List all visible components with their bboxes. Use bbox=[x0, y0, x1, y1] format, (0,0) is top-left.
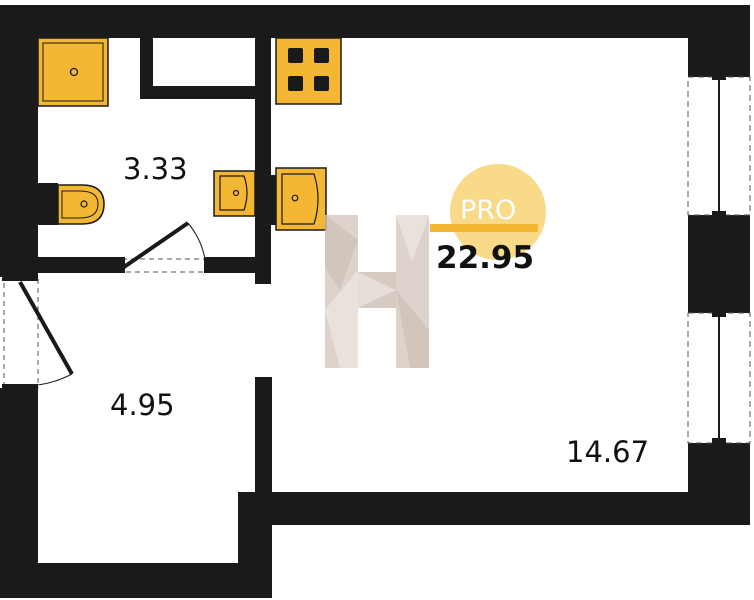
window-lower[interactable] bbox=[687, 309, 751, 446]
logo-part bbox=[325, 215, 358, 290]
wall-bottom-hall bbox=[0, 563, 272, 598]
window-frame-bottom bbox=[712, 211, 726, 219]
wall-sink-stub bbox=[271, 175, 277, 225]
logo-part bbox=[396, 215, 429, 262]
wall-bath-bottom-left bbox=[38, 257, 122, 273]
door-jamb-top bbox=[2, 275, 38, 281]
room-area-hallway: 4.95 bbox=[110, 388, 175, 422]
door-icon bbox=[122, 221, 190, 269]
kitchen-sink-drain bbox=[291, 194, 299, 202]
pro-watermark bbox=[430, 164, 546, 260]
wall-bath-kitchen bbox=[255, 38, 271, 284]
wall-bath-bottom-right bbox=[210, 257, 271, 273]
door-swing-arc bbox=[19, 373, 73, 387]
stove bbox=[275, 37, 342, 105]
logo-part bbox=[325, 270, 358, 368]
entrance-door[interactable] bbox=[2, 275, 74, 390]
wall-left-bottom bbox=[0, 388, 38, 598]
wall-right-top bbox=[688, 5, 722, 77]
stove-burner bbox=[314, 48, 329, 63]
walls bbox=[0, 5, 750, 598]
logo-part bbox=[358, 272, 396, 308]
wall-bottom-main bbox=[240, 492, 750, 525]
wall-right-top-ext bbox=[722, 5, 750, 77]
toilet-bowl bbox=[61, 190, 99, 219]
window-upper[interactable] bbox=[687, 72, 751, 219]
wall-hall-living bbox=[255, 377, 272, 497]
sink-basin bbox=[219, 175, 248, 211]
door-jamb-left bbox=[118, 257, 125, 273]
kitchen-sink-icon bbox=[275, 167, 327, 231]
shower-inner bbox=[42, 42, 104, 102]
pro-watermark-text: PRO bbox=[460, 195, 517, 226]
room-area-living: 14.67 bbox=[566, 435, 650, 469]
door-swing-arc bbox=[187, 222, 207, 267]
kitchen-sink-basin bbox=[281, 173, 319, 225]
sink-icon bbox=[213, 170, 256, 217]
shower-drain bbox=[69, 67, 79, 77]
wall-right-pier bbox=[688, 215, 750, 313]
shower-tray bbox=[37, 37, 109, 107]
total-area: 22.95 bbox=[436, 240, 535, 276]
wall-top bbox=[0, 5, 722, 38]
window-frame-top bbox=[712, 309, 726, 317]
bathroom-door[interactable] bbox=[118, 221, 211, 273]
door-jamb-bottom bbox=[2, 384, 38, 390]
sink-drain bbox=[232, 189, 240, 197]
stove-burner bbox=[288, 76, 303, 91]
wall-left-top bbox=[0, 5, 38, 277]
door-opening bbox=[3, 276, 39, 389]
wall-toilet-block bbox=[38, 183, 58, 225]
bathroom-sink bbox=[213, 170, 256, 217]
room-area-bathroom: 3.33 bbox=[123, 152, 188, 186]
stove-icon bbox=[275, 37, 342, 105]
logo-h-icon bbox=[325, 215, 429, 368]
stove-burner bbox=[288, 48, 303, 63]
door-jamb-right bbox=[204, 257, 211, 273]
window-frame-bottom bbox=[712, 438, 726, 446]
pro-circle bbox=[450, 164, 546, 260]
door-icon bbox=[18, 281, 74, 375]
shower-icon bbox=[37, 37, 109, 107]
toilet bbox=[57, 184, 105, 225]
kitchen-sink bbox=[275, 167, 327, 231]
logo-part bbox=[396, 290, 429, 368]
toilet-drain bbox=[80, 200, 88, 208]
pro-bar bbox=[430, 224, 538, 232]
stove-burner bbox=[314, 76, 329, 91]
wall-niche-bottom bbox=[140, 86, 258, 99]
window-frame-top bbox=[712, 72, 726, 80]
wall-niche-left bbox=[140, 38, 153, 98]
